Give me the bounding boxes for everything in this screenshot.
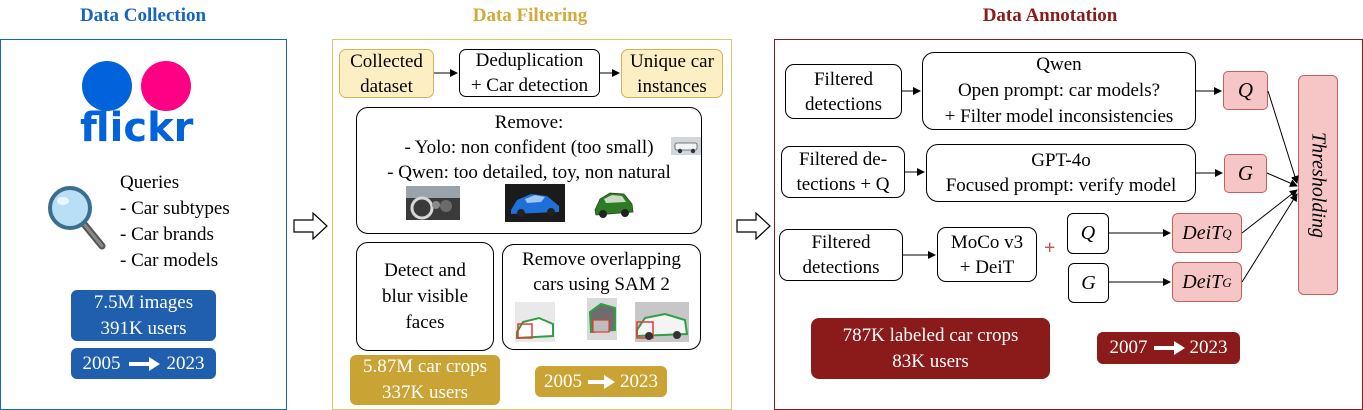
- filtering-years-badge: 2005 2023: [535, 366, 667, 397]
- row2-filtered-detections-box: Filtered de- tections + Q: [781, 146, 905, 198]
- toy-car-thumbnail: [505, 184, 565, 222]
- collection-years-badge: 2005 2023: [71, 348, 216, 379]
- hollow-arrow-icon: [293, 212, 328, 240]
- flickr-logo-text: flickr: [80, 105, 194, 151]
- collection-stats-badge: 7.5M images 391K users: [71, 290, 216, 341]
- annotation-title: Data Annotation: [982, 5, 1118, 26]
- qwen-box: Qwen Open prompt: car models? + Filter m…: [922, 52, 1196, 130]
- filtering-title: Data Filtering: [472, 5, 588, 26]
- arrow-right-icon: [588, 374, 615, 389]
- deduplication-box: Deduplication + Car detection: [459, 49, 600, 97]
- gpt4o-box: GPT-4o Focused prompt: verify model: [926, 144, 1196, 202]
- g-input-box: G: [1068, 263, 1109, 303]
- row1-filtered-detections-box: Filtered detections: [785, 64, 902, 119]
- queries-line: - Car brands: [120, 224, 214, 245]
- plus-sign: +: [1044, 237, 1056, 259]
- unique-instances-box: Unique car instances: [621, 49, 723, 98]
- q-output-box: Q: [1223, 71, 1268, 110]
- annotation-years-badge: 2007 2023: [1097, 332, 1240, 364]
- queries-list: Queries - Car subtypes - Car brands - Ca…: [120, 170, 230, 274]
- thresholding-box: Thresholding: [1298, 75, 1338, 295]
- moco-deit-box: MoCo v3 + DeiT: [937, 227, 1037, 282]
- small-car-thumbnail: [671, 137, 701, 155]
- overlap-thumbnail: [635, 302, 689, 342]
- q-input-box: Q: [1067, 213, 1109, 254]
- queries-line: - Car models: [120, 250, 219, 271]
- queries-line: - Car subtypes: [120, 198, 230, 219]
- arrow-right-icon: [1153, 341, 1185, 355]
- collection-title: Data Collection: [79, 5, 207, 26]
- hollow-arrow-icon: [736, 212, 771, 240]
- arrow-right-icon: [128, 356, 160, 371]
- filtering-stats-badge: 5.87M car crops 337K users: [350, 355, 500, 405]
- render-car-thumbnail: [594, 192, 634, 218]
- overlap-thumbnail: [587, 298, 617, 340]
- flickr-dots-icon: [82, 61, 191, 111]
- g-output-box: G: [1224, 154, 1267, 193]
- detect-blur-faces-box: Detect and blur visible faces: [356, 242, 494, 351]
- queries-line: Queries: [120, 172, 180, 193]
- magnifier-icon: [48, 186, 106, 250]
- dashboard-thumbnail: [406, 186, 460, 220]
- overlap-thumbnail: [515, 302, 555, 342]
- collected-dataset-box: Collected dataset: [339, 49, 434, 98]
- row3-filtered-detections-box: Filtered detections: [779, 229, 903, 281]
- annotation-stats-badge: 787K labeled car crops 83K users: [811, 318, 1050, 379]
